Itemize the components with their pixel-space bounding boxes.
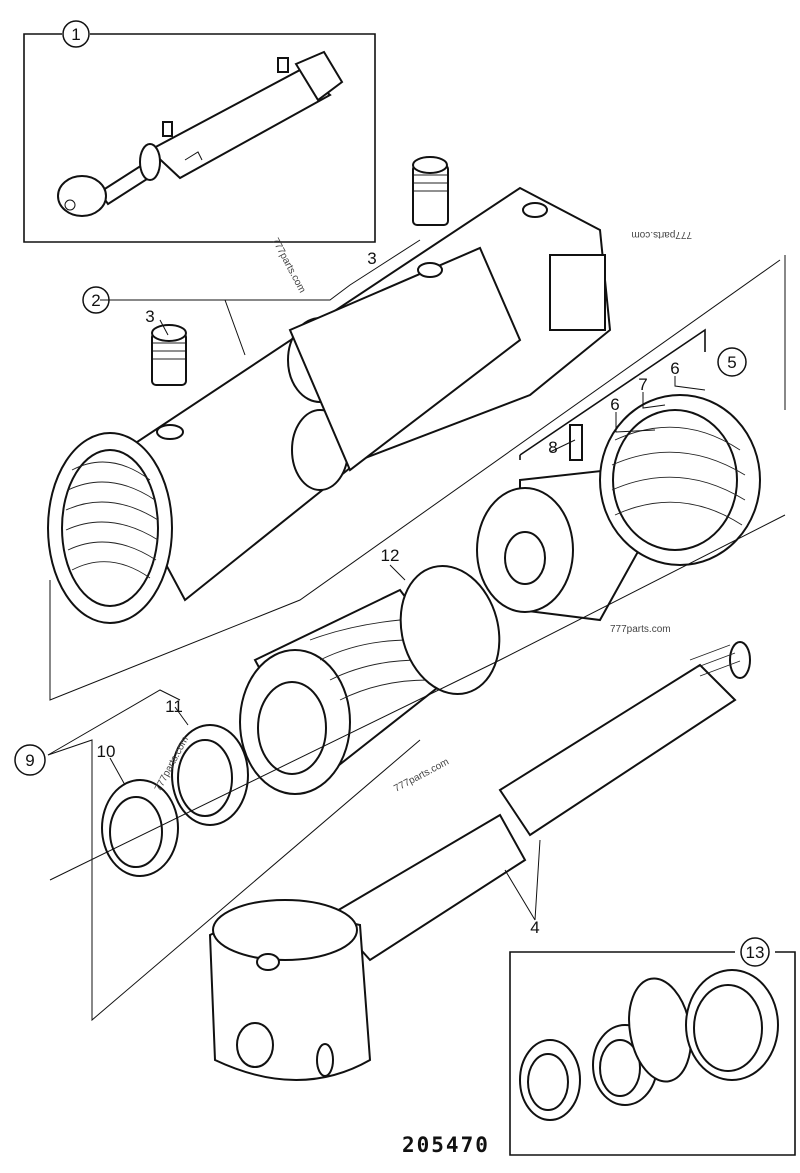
grease-nipple-top [412, 156, 449, 226]
svg-text:2: 2 [91, 291, 100, 310]
grease-nipple-left [151, 324, 187, 386]
barrel-thread-lines [65, 461, 159, 579]
svg-text:7: 7 [638, 375, 647, 394]
rod-seal-drawing [171, 724, 249, 826]
inset-assembly-overview [23, 33, 376, 243]
callout-4: 4 [530, 918, 539, 937]
callout-3a: 3 [367, 249, 376, 268]
cylinder-barrel-drawing [47, 186, 612, 624]
svg-text:6: 6 [670, 359, 679, 378]
watermark: 777parts.com [631, 229, 692, 240]
callout-13: 13 [740, 937, 770, 967]
callout-11: 11 [165, 697, 183, 716]
callout-3b: 3 [145, 307, 154, 326]
callout-1: 1 [62, 20, 90, 48]
svg-text:12: 12 [381, 546, 400, 565]
callout-6b: 6 [670, 359, 679, 378]
callout-5: 5 [717, 347, 747, 377]
callout-8: 8 [548, 438, 557, 457]
o-ring-drawing [399, 564, 501, 696]
callout-6a: 6 [610, 395, 619, 414]
svg-text:4: 4 [530, 918, 539, 937]
callout-7: 7 [638, 375, 647, 394]
svg-text:10: 10 [97, 742, 116, 761]
wiper-seal-drawing [101, 779, 179, 877]
svg-text:11: 11 [165, 697, 183, 716]
leader-lines [47, 239, 786, 1022]
svg-text:3: 3 [145, 307, 154, 326]
svg-text:1: 1 [71, 25, 80, 44]
overview-cylinder-drawing [57, 50, 344, 217]
svg-text:3: 3 [367, 249, 376, 268]
piston-rod-drawing [208, 641, 751, 1081]
callout-9: 9 [14, 744, 46, 776]
callout-2: 2 [82, 286, 110, 314]
inset-seal-kit [509, 951, 796, 1156]
svg-text:6: 6 [610, 395, 619, 414]
svg-text:13: 13 [746, 943, 765, 962]
svg-text:5: 5 [727, 353, 736, 372]
watermark: 777parts.com [392, 756, 451, 794]
svg-text:8: 8 [548, 438, 557, 457]
svg-text:9: 9 [25, 751, 34, 770]
piston-drawing [476, 394, 761, 622]
seal-kit-bracket [519, 328, 706, 460]
callout-10: 10 [97, 742, 116, 761]
drawing-number: 205470 [402, 1133, 490, 1157]
callout-12: 12 [381, 546, 400, 565]
watermark: 777parts.com [610, 624, 671, 635]
watermark: 777parts.com [269, 236, 307, 295]
